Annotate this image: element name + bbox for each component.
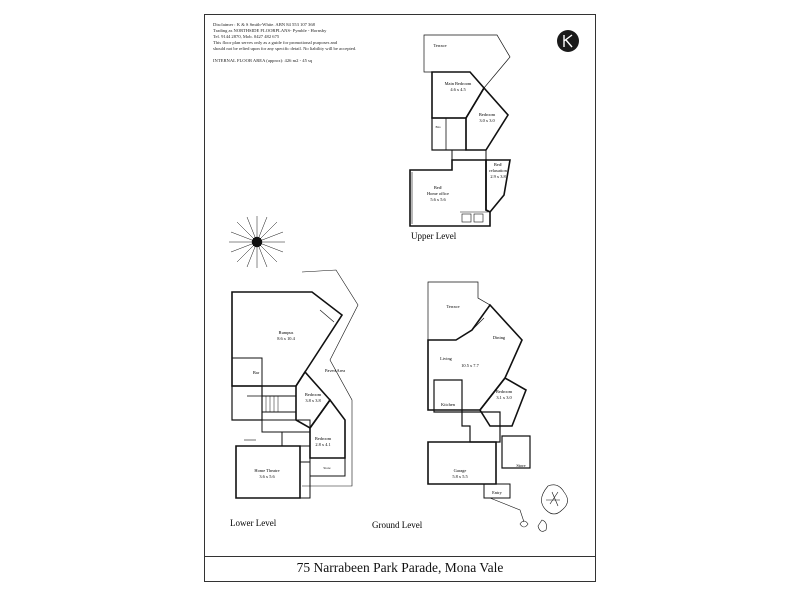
room-terrace-upper: Terrace [433,43,446,48]
room-bedroom-upper: Bedroom [479,112,496,117]
room-entry: Entry [492,490,503,495]
room-dining: Dining [493,335,506,340]
room-paved-area: Paved Area [325,368,345,373]
room-bedroom-lower-2: Bedroom [315,436,332,441]
room-bed-office: Bed/ [434,185,443,190]
ground-level-plan [427,281,531,523]
room-rumpus-size: 8.6 x 10.4 [277,336,295,341]
floor-area-line: INTERNAL FLOOR AREA (approx): 426 m2 - 4… [213,58,313,63]
page-frame [204,14,596,582]
level-label-ground: Ground Level [372,520,423,530]
room-garage: Garage [454,468,467,473]
property-address: 75 Narrabeen Park Parade, Mona Vale [296,560,504,575]
plant-icon [519,484,568,532]
room-bed-relax: Bed/ [494,162,503,167]
tree-icon [229,216,285,268]
room-ensuite: Ens [435,125,441,129]
room-store-lower: Store [323,466,331,470]
room-home-theatre: Home Theatre [254,468,279,473]
room-bedroom-lower-1-size: 3.8 x 3.8 [305,398,321,403]
room-store-ground: Store [516,463,525,468]
room-bedroom-ground-size: 3.1 x 3.0 [496,395,512,400]
room-bedroom-ground: Bedroom [496,389,513,394]
room-garage-size: 5.8 x 5.5 [452,474,468,479]
room-living-size: 10.5 x 7.7 [461,363,479,368]
disclaimer-line: This floor plan serves only as a guide f… [213,40,338,45]
room-terrace-ground: Terrace [446,304,459,309]
disclaimer-line: Trading as NORTHSIDE FLOORPLANS- Pymble … [213,28,327,33]
room-main-bedroom: Main Bedroom [445,81,472,86]
room-living: Living [440,356,453,361]
room-bed-office-2: Home office [427,191,449,196]
room-bedroom-lower-1: Bedroom [305,392,322,397]
footer-divider [204,556,596,557]
room-bed-relax-size: 2.9 x 3.8 [490,174,506,179]
room-bar: Bar [253,370,260,375]
disclaimer-line: Tel. 9144 2870, Mob. 0427 482 675 [213,34,280,39]
logo-icon [557,30,579,52]
upper-level-plan [409,34,511,227]
room-bedroom-lower-2-size: 2.8 x 4.1 [315,442,330,447]
disclaimer-block: Disclaimer : K & S Smith-White. ABN 84 5… [213,22,423,64]
room-main-bedroom-size: 4.6 x 4.5 [450,87,466,92]
room-home-theatre-size: 3.6 x 5.6 [259,474,275,479]
room-rumpus: Rumpus [279,330,294,335]
room-bed-office-size: 5.6 x 5.6 [430,197,446,202]
room-bedroom-upper-size: 3.0 x 3.0 [479,118,495,123]
disclaimer-line: should not be relied upon for any specif… [213,46,357,51]
level-label-upper: Upper Level [411,231,457,241]
lower-level-plan [231,269,359,499]
disclaimer-line: Disclaimer : K & S Smith-White. ABN 84 5… [213,22,315,27]
level-label-lower: Lower Level [230,518,277,528]
room-bed-relax-2: relaxation [489,168,507,173]
room-kitchen: Kitchen [441,402,456,407]
